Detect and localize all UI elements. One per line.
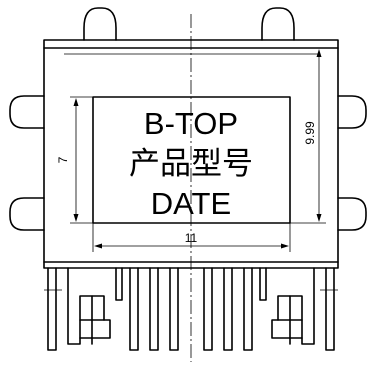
- dim-width-label: 11: [185, 231, 198, 245]
- dim-bottom-arrow-right: [281, 243, 289, 249]
- top-right-tab: [261, 7, 295, 41]
- housing-outline: [43, 47, 339, 269]
- pin-group: [44, 267, 338, 351]
- dim-right-arrow-bottom: [316, 214, 322, 222]
- side-clip-left-upper: [9, 95, 45, 129]
- label-line-3: DATE: [151, 186, 231, 221]
- dim-bottom-arrow-left: [94, 243, 102, 249]
- dim-height-inner-label: 7: [56, 156, 70, 163]
- label-line-2: 产品型号: [129, 146, 253, 181]
- side-clip-right-upper: [337, 95, 367, 129]
- dim-left-arrow-bottom: [73, 214, 79, 222]
- dim-right-arrow-top: [316, 49, 322, 57]
- side-clip-right-lower: [337, 197, 367, 231]
- label-window: [92, 96, 291, 224]
- label-line-1: B-TOP: [144, 106, 238, 141]
- side-clip-left-lower: [9, 197, 45, 231]
- top-left-tab: [83, 7, 117, 41]
- dim-left-arrow-top: [73, 98, 79, 106]
- dim-height-outer-label: 9.99: [303, 121, 317, 145]
